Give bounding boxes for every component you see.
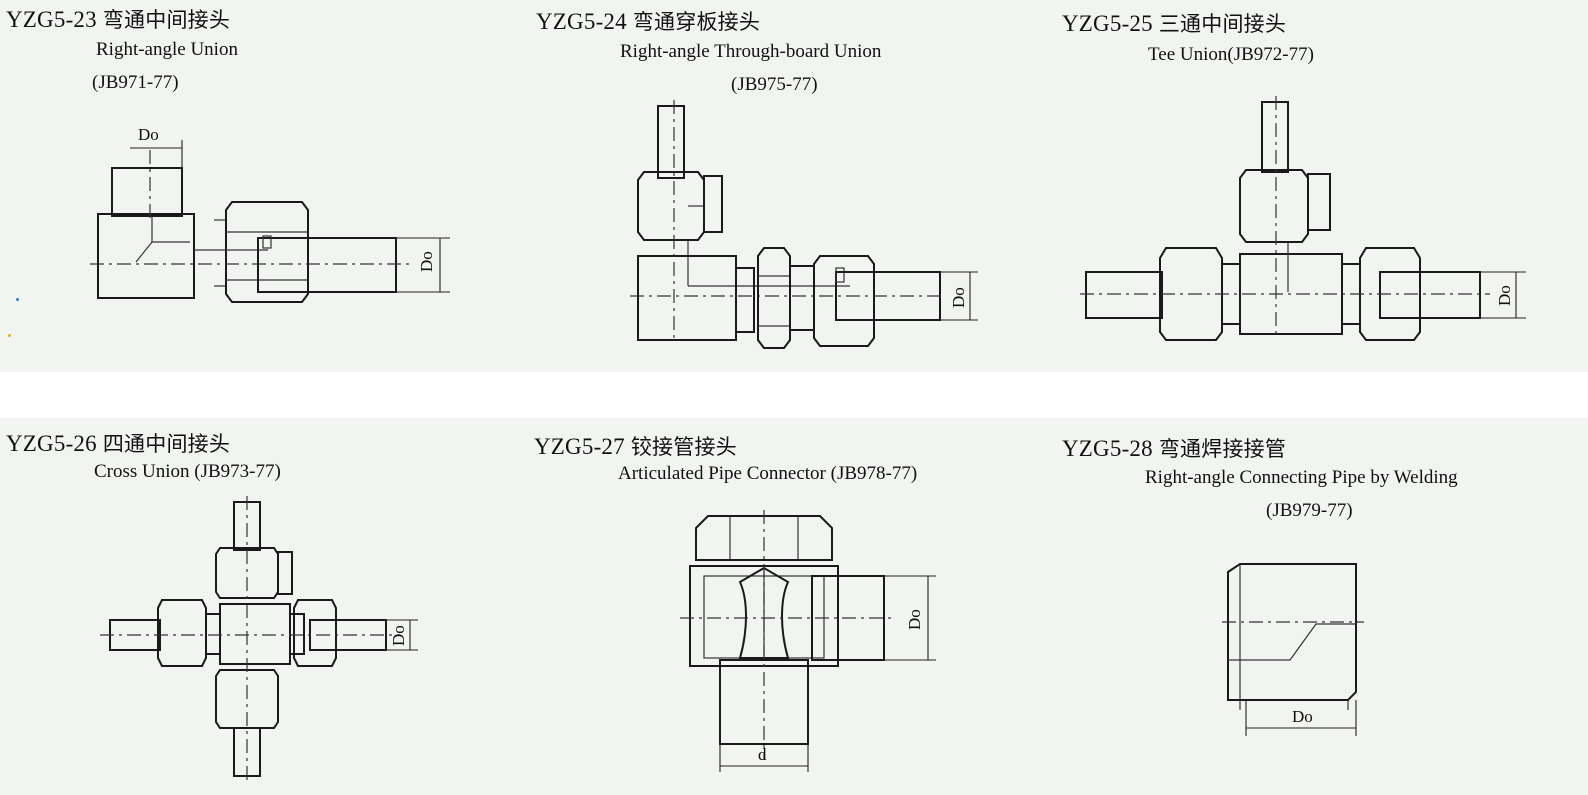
board-lock-nut: [757, 247, 791, 349]
fitting-name-en: Right-angle Connecting Pipe by Welding: [1145, 467, 1458, 488]
dim-label-do: Do: [949, 287, 968, 308]
dim-label-do: Do: [389, 625, 408, 646]
fitting-standard: (JB975-77): [731, 74, 818, 95]
bottom-row-background: [0, 418, 1588, 795]
fitting-code: YZG5-24: [536, 9, 627, 34]
fitting-code: YZG5-23: [6, 7, 97, 32]
through-board-union-drawing: Do: [630, 100, 978, 349]
diameter-dimension: Do: [1245, 700, 1357, 736]
dim-label-do: Do: [1292, 707, 1313, 726]
fitting-name-en: Cross Union (JB973-77): [94, 461, 281, 482]
pipe: [194, 235, 397, 293]
fitting-name-en: Right-angle Union: [96, 39, 238, 60]
fitting-code: YZG5-28: [1062, 436, 1153, 461]
top-row-background: [0, 0, 1588, 372]
fitting-name-cn: 弯通穿板接头: [632, 10, 761, 34]
elbow-body: [637, 240, 850, 341]
tee-union-drawing: Do: [1080, 96, 1526, 341]
union-nut: [214, 201, 309, 303]
hex-bolt-head: [695, 515, 833, 561]
union-nut: [789, 255, 941, 347]
fitting-name-en: Articulated Pipe Connector (JB978-77): [618, 463, 918, 484]
diameter-dimension: Do: [940, 271, 978, 321]
top-branch: [1239, 101, 1331, 243]
fitting-name-cn: 弯通焊接接管: [1158, 437, 1287, 461]
bore-dimension: d: [719, 744, 809, 772]
vertical-pipe: [637, 105, 723, 241]
fitting-code: YZG5-26: [6, 431, 97, 456]
diameter-dimension: Do Do: [130, 125, 450, 293]
cross-union-drawing: Do: [100, 496, 418, 784]
fitting-name-cn: 弯通中间接头: [102, 8, 231, 32]
fitting-standard: (JB971-77): [92, 72, 179, 93]
tee-body: [1239, 242, 1343, 335]
right-angle-union-drawing: Do Do: [90, 125, 450, 303]
fitting-name-cn: 铰接管接头: [630, 435, 737, 459]
side-pipe: [811, 575, 885, 661]
fitting-name-en: Right-angle Through-board Union: [620, 41, 882, 62]
cross-body: [219, 603, 291, 665]
top-branch: [215, 501, 293, 599]
diameter-dimension: Do: [884, 575, 936, 661]
dim-label-do: Do: [417, 251, 436, 272]
dim-label-d: d: [758, 745, 767, 764]
fitting-code: YZG5-25: [1062, 11, 1153, 36]
fitting-name-en: Tee Union(JB972-77): [1148, 44, 1314, 65]
dim-label-do: Do: [1495, 285, 1514, 306]
scan-speck: [16, 298, 19, 301]
elbow-pipe: [1227, 563, 1357, 710]
fitting-name-cn: 四通中间接头: [102, 432, 231, 456]
fitting-code: YZG5-27: [534, 434, 625, 459]
scan-speck: [8, 334, 11, 337]
dim-label-do: Do: [138, 125, 159, 144]
diameter-dimension: Do: [386, 619, 418, 651]
fitting-standard: (JB979-77): [1266, 500, 1353, 521]
welding-elbow-drawing: Do: [1222, 563, 1364, 736]
dim-label-do: Do: [905, 609, 924, 630]
articulated-connector-drawing: Do d: [680, 510, 936, 772]
elbow-body: [97, 167, 195, 299]
diameter-dimension: Do: [1480, 271, 1526, 319]
right-nut: [289, 599, 387, 667]
left-nut: [109, 599, 221, 667]
fitting-name-cn: 三通中间接头: [1158, 12, 1287, 36]
